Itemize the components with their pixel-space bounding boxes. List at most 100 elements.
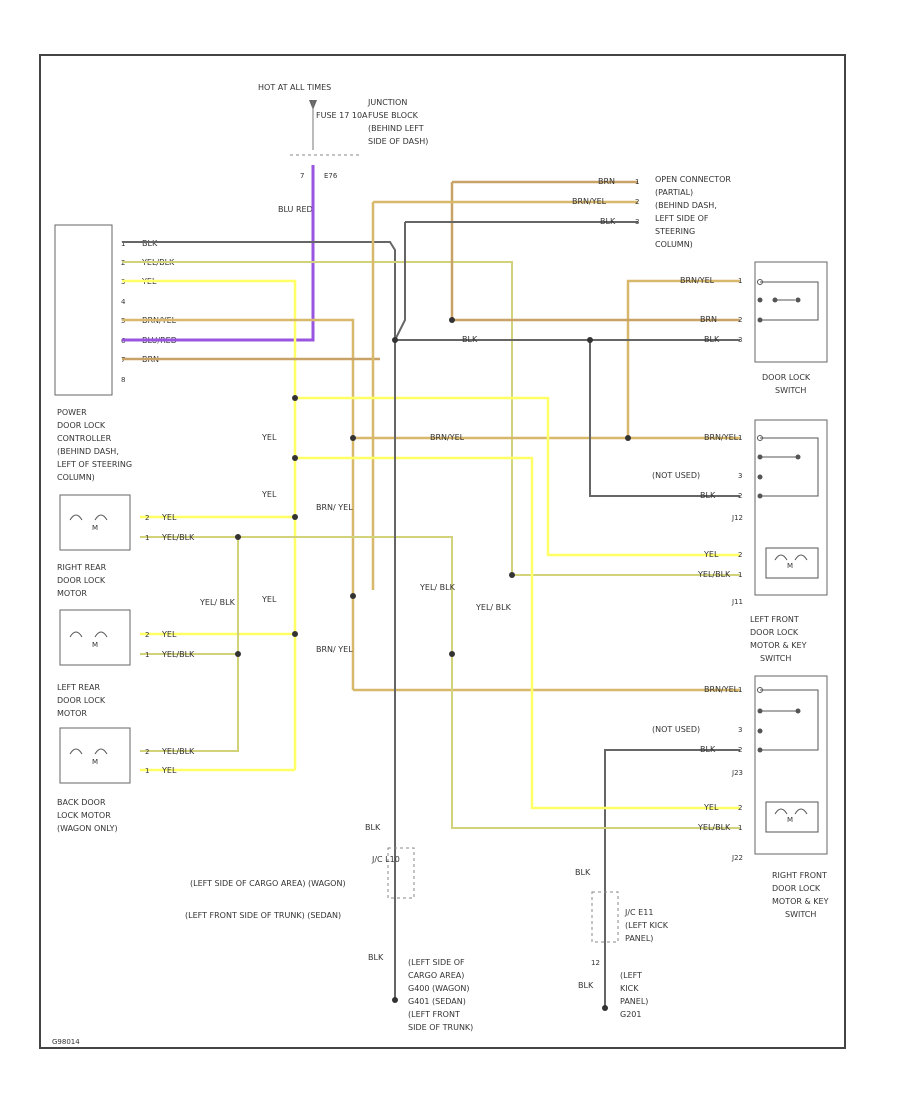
- connector-e76: E76: [324, 172, 338, 180]
- svg-text:DOOR LOCK: DOOR LOCK: [57, 696, 106, 705]
- controller-label: POWER DOOR LOCK CONTROLLER (BEHIND DASH,…: [57, 408, 132, 482]
- svg-text:YEL/BLK: YEL/BLK: [697, 570, 731, 579]
- ground-right-labels: BLK J/C E11 (LEFT KICK PANEL) 12 BLK (LE…: [575, 868, 669, 1019]
- svg-text:1: 1: [738, 686, 742, 694]
- controller-wire-labels: BLK YEL/BLK YEL BRN/YEL BLU/RED BRN: [141, 239, 177, 364]
- svg-text:2: 2: [145, 514, 149, 522]
- svg-text:BLK: BLK: [700, 491, 716, 500]
- svg-text:J/C L10: J/C L10: [371, 855, 400, 864]
- ctrl-pin-8: 8: [121, 376, 125, 384]
- svg-text:J/C E11: J/C E11: [624, 908, 653, 917]
- svg-text:STEERING: STEERING: [655, 227, 695, 236]
- open-wire-brnyel: BRN/YEL: [572, 197, 607, 206]
- svg-text:1: 1: [738, 824, 742, 832]
- lr-motor-icon: M: [69, 631, 108, 649]
- wire-bd-yelblk: [140, 537, 239, 752]
- svg-text:YEL/BLK: YEL/BLK: [161, 533, 195, 542]
- svg-text:3: 3: [738, 472, 742, 480]
- svg-text:MOTOR & KEY: MOTOR & KEY: [772, 897, 829, 906]
- jc-e11-box: [591, 891, 619, 943]
- rf-motor-icon: M: [765, 801, 819, 833]
- svg-text:YEL/ BLK: YEL/ BLK: [199, 598, 236, 607]
- wire-open-blk-down: [394, 222, 406, 341]
- rf-switch-icon: [757, 687, 819, 753]
- svg-text:MOTOR: MOTOR: [57, 589, 87, 598]
- svg-text:DOOR LOCK: DOOR LOCK: [750, 628, 799, 637]
- svg-text:1: 1: [738, 277, 742, 285]
- svg-text:3: 3: [635, 218, 639, 226]
- svg-text:M: M: [92, 524, 98, 532]
- wire-ctrl-yelblk: [122, 261, 513, 575]
- door-lock-switch-labels: BRN/YEL BRN BLK 1 2 3 DOOR LOCK SWITCH: [680, 276, 811, 395]
- right-front-door-lock: [754, 675, 828, 855]
- svg-text:YEL/BLK: YEL/BLK: [161, 747, 195, 756]
- svg-text:M: M: [92, 758, 98, 766]
- left-front-labels: BRN/YEL (NOT USED) BLK YEL YEL/BLK 1 3 2…: [652, 433, 807, 663]
- svg-text:12: 12: [591, 959, 600, 967]
- svg-text:YEL: YEL: [161, 630, 177, 639]
- svg-text:YEL/BLK: YEL/BLK: [161, 650, 195, 659]
- svg-text:COLUMN): COLUMN): [57, 473, 95, 482]
- wire-ctrl-blk: [122, 241, 396, 340]
- svg-text:J12: J12: [731, 514, 743, 522]
- svg-text:SIDE OF TRUNK): SIDE OF TRUNK): [408, 1023, 473, 1032]
- svg-text:BRN/YEL: BRN/YEL: [430, 433, 465, 442]
- open-wire-brn: BRN: [598, 177, 615, 186]
- svg-text:LEFT REAR: LEFT REAR: [57, 683, 100, 692]
- svg-text:(LEFT KICK: (LEFT KICK: [625, 921, 669, 930]
- footer-code: G98014: [52, 1038, 80, 1046]
- junction-label-4: SIDE OF DASH): [368, 137, 428, 146]
- svg-text:BRN/ YEL: BRN/ YEL: [316, 503, 353, 512]
- svg-text:BLK: BLK: [578, 981, 594, 990]
- bd-labels: 2 1 YEL/BLK YEL BACK DOOR LOCK MOTOR (WA…: [57, 747, 195, 833]
- svg-text:1: 1: [145, 651, 149, 659]
- svg-text:1: 1: [738, 571, 742, 579]
- door-lock-controller: [54, 224, 113, 396]
- svg-text:1: 1: [145, 767, 149, 775]
- svg-text:2: 2: [738, 804, 742, 812]
- left-rear-door-lock-motor: [59, 609, 131, 666]
- ctrl-pin-4: 4: [121, 298, 126, 306]
- svg-text:BLK: BLK: [700, 745, 716, 754]
- wire-rf-blk: [604, 749, 740, 1008]
- ground-left-labels: BLK J/C L10 (LEFT SIDE OF CARGO AREA) (W…: [185, 823, 473, 1032]
- svg-text:2: 2: [635, 198, 639, 206]
- junction-label-1: JUNCTION: [367, 98, 407, 107]
- svg-text:LEFT FRONT: LEFT FRONT: [750, 615, 799, 624]
- svg-text:YEL: YEL: [261, 490, 277, 499]
- svg-text:BRN: BRN: [700, 315, 717, 324]
- svg-text:YEL: YEL: [261, 433, 277, 442]
- bd-motor-icon: M: [69, 748, 108, 766]
- svg-text:BRN/YEL: BRN/YEL: [704, 685, 739, 694]
- wire-rf-yelblk: [238, 536, 740, 829]
- svg-text:1: 1: [145, 534, 149, 542]
- svg-text:BRN/YEL: BRN/YEL: [680, 276, 715, 285]
- door-lock-switch: [754, 261, 828, 363]
- svg-text:LEFT SIDE OF: LEFT SIDE OF: [655, 214, 709, 223]
- lf-motor-icon: M: [765, 547, 819, 579]
- svg-text:BLK: BLK: [704, 335, 720, 344]
- rr-labels: 2 1 YEL YEL/BLK RIGHT REAR DOOR LOCK MOT…: [57, 513, 195, 598]
- svg-text:DOOR LOCK: DOOR LOCK: [57, 421, 106, 430]
- svg-text:J11: J11: [731, 598, 743, 606]
- svg-text:BLK: BLK: [368, 953, 384, 962]
- svg-text:2: 2: [738, 746, 742, 754]
- blu-red-label: BLU RED: [278, 205, 313, 214]
- svg-text:(LEFT SIDE OF: (LEFT SIDE OF: [408, 958, 465, 967]
- svg-text:J22: J22: [731, 854, 743, 862]
- svg-text:POWER: POWER: [57, 408, 87, 417]
- svg-text:BLK: BLK: [365, 823, 381, 832]
- wire-lf-blk: [589, 340, 740, 497]
- power-source: HOT AT ALL TIMES FUSE 17 10A JUNCTION FU…: [258, 83, 428, 214]
- svg-text:M: M: [787, 562, 793, 570]
- svg-text:BLK: BLK: [575, 868, 591, 877]
- right-rear-door-lock-motor: [59, 494, 131, 551]
- svg-text:SWITCH: SWITCH: [785, 910, 816, 919]
- svg-text:BRN/YEL: BRN/YEL: [704, 433, 739, 442]
- svg-text:3: 3: [738, 336, 742, 344]
- splice-dots: [235, 317, 631, 657]
- svg-text:YEL: YEL: [261, 595, 277, 604]
- svg-text:(PARTIAL): (PARTIAL): [655, 188, 693, 197]
- back-door-lock-motor: [59, 727, 131, 784]
